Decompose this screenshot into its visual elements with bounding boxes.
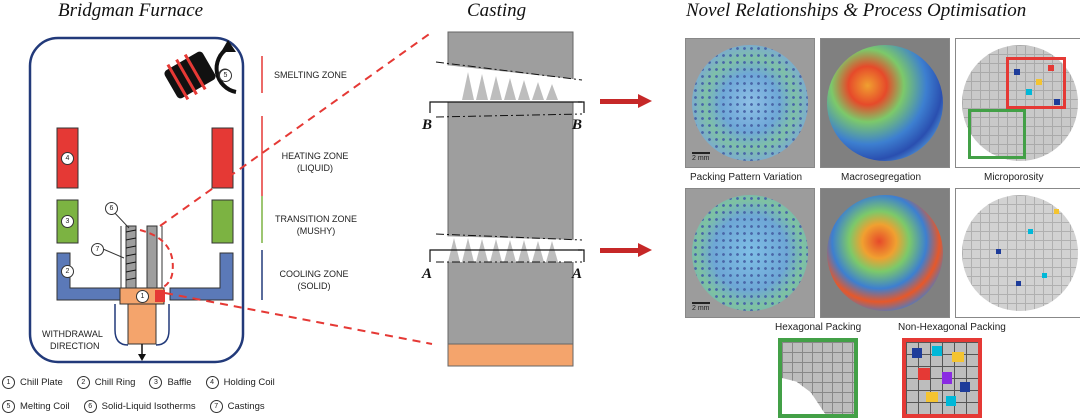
withdrawal-arrow <box>138 354 146 361</box>
label-packing: Packing Pattern Variation <box>690 172 803 183</box>
baffle-right <box>211 199 234 244</box>
panel-nonhex-zoom <box>902 338 982 418</box>
relationships-title: Novel Relationships & Process Optimisati… <box>686 0 1027 21</box>
label-nonhex: Non-Hexagonal Packing <box>898 322 1006 333</box>
arrow-to-section-b <box>600 94 652 108</box>
withdrawal-direction-label: WITHDRAWAL DIRECTION <box>42 329 103 351</box>
panel-macro-b <box>820 38 950 168</box>
label-holding-coil: 4 <box>61 152 74 165</box>
transition-zone-label: TRANSITION ZONE(MUSHY) <box>274 214 357 236</box>
section-b-left: B <box>422 117 433 133</box>
panel-micro-a <box>955 188 1080 318</box>
panel-packing-b: 2 mm <box>685 38 815 168</box>
melting-coil <box>164 51 216 101</box>
cooling-zone-label: COOLING ZONE(SOLID) <box>279 269 349 291</box>
scale-bar: 2 mm <box>692 302 710 312</box>
scale-bar: 2 mm <box>692 152 710 162</box>
chill-ring-right <box>169 252 234 301</box>
furnace-enclosure <box>28 36 245 364</box>
label-hex: Hexagonal Packing <box>775 322 862 333</box>
section-a-right: A <box>572 266 583 282</box>
holding-coil-right <box>211 127 234 189</box>
heating-zone-label: HEATING ZONE(LIQUID) <box>281 151 349 173</box>
label-castings: 7 <box>91 243 104 256</box>
section-a-left: A <box>422 266 433 282</box>
label-chill-plate: 1 <box>136 290 149 303</box>
label-baffle: 3 <box>61 215 74 228</box>
panel-packing-a: 2 mm <box>685 188 815 318</box>
label-isotherms: 6 <box>105 202 118 215</box>
section-b-right: B <box>572 117 583 133</box>
rotation-arrow <box>214 46 237 94</box>
casting-base <box>447 343 574 367</box>
withdrawal-rod <box>127 303 157 345</box>
label-macro: Macrosegregation <box>841 172 922 183</box>
casting-title: Casting <box>467 0 527 21</box>
label-micro: Microporosity <box>984 172 1044 183</box>
smelting-zone-label: SMELTING ZONE <box>274 70 347 80</box>
panel-macro-a <box>820 188 950 318</box>
arrow-to-section-a <box>600 243 652 257</box>
furnace-title: Bridgman Furnace <box>58 0 204 21</box>
panel-hex-zoom <box>778 338 858 418</box>
label-melting-coil: 5 <box>219 69 232 82</box>
label-chill-ring: 2 <box>61 265 74 278</box>
panel-micro-b <box>955 38 1080 168</box>
